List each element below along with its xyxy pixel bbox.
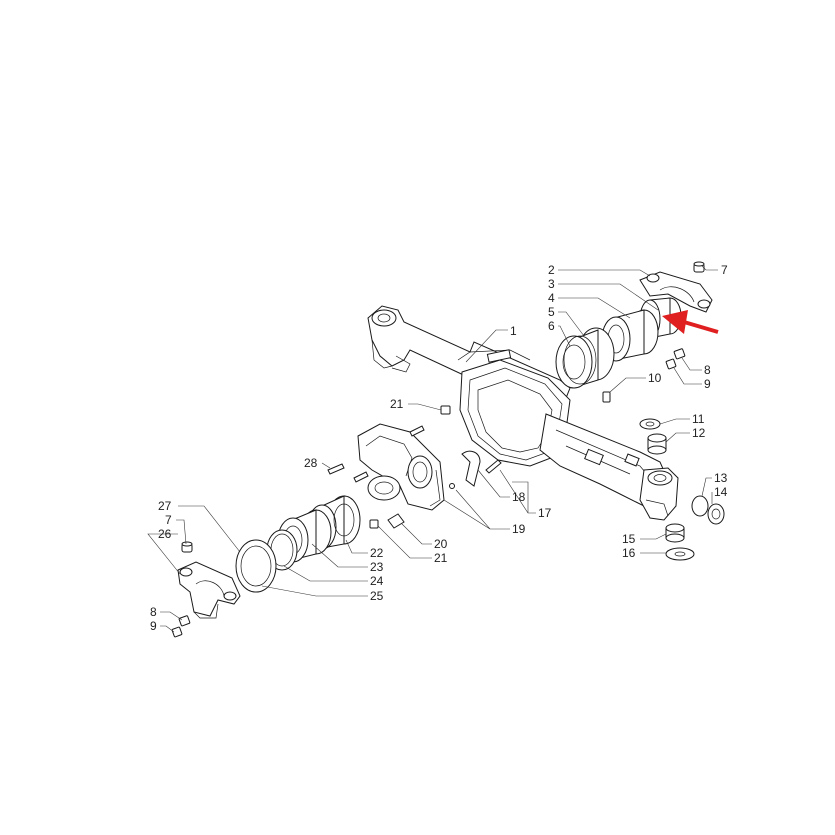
callout-19: 19 — [512, 522, 526, 536]
washer-11 — [639, 418, 661, 430]
callout-26: 26 — [158, 527, 172, 541]
callout-2: 2 — [548, 263, 555, 277]
callout-8-lower: 8 — [150, 605, 157, 619]
callout-21-lower: 21 — [434, 551, 448, 565]
callout-21-upper: 21 — [390, 397, 404, 411]
callout-10: 10 — [648, 371, 662, 385]
callout-labels: 1 2 3 4 5 6 7 8 9 10 11 12 13 14 15 16 1… — [150, 263, 728, 633]
callout-3: 3 — [548, 277, 555, 291]
callout-24: 24 — [370, 574, 384, 588]
bushing-12 — [647, 433, 667, 455]
cap-screw-7-upper — [693, 261, 705, 273]
callout-4: 4 — [548, 291, 555, 305]
bolt-8-9-lower — [171, 615, 191, 638]
callout-14: 14 — [714, 485, 728, 499]
callout-8-upper: 8 — [704, 363, 711, 377]
dowel-20 — [387, 513, 405, 529]
callout-28: 28 — [304, 456, 318, 470]
screw-17 — [485, 459, 502, 474]
screw-28 — [327, 463, 369, 483]
washer-16 — [665, 547, 695, 561]
callout-15: 15 — [622, 532, 636, 546]
callout-27: 27 — [158, 499, 172, 513]
grease-nipple-10 — [602, 391, 611, 403]
callout-7-upper: 7 — [721, 263, 728, 277]
bushing-15 — [665, 523, 685, 543]
lower-cap-26 — [177, 561, 241, 619]
callout-18: 18 — [512, 490, 526, 504]
callout-23: 23 — [370, 560, 384, 574]
callout-25: 25 — [370, 589, 384, 603]
clamp-18 — [461, 450, 481, 487]
callout-6: 6 — [548, 319, 555, 333]
front-bracket — [357, 423, 445, 511]
bolt-8-9-upper — [665, 348, 686, 370]
leader-lines — [147, 265, 718, 633]
callout-17: 17 — [538, 506, 552, 520]
callout-1: 1 — [510, 324, 517, 338]
callout-9-lower: 9 — [150, 619, 157, 633]
callout-20: 20 — [434, 537, 448, 551]
callout-13: 13 — [714, 471, 728, 485]
axle-housing — [367, 305, 679, 521]
callout-9-upper: 9 — [704, 377, 711, 391]
callout-22: 22 — [370, 546, 384, 560]
seal-25 — [235, 539, 277, 593]
bushing-13-14 — [691, 495, 725, 525]
callout-12: 12 — [692, 426, 706, 440]
callout-16: 16 — [622, 546, 636, 560]
highlight-arrow — [662, 310, 719, 334]
cap-screw-7-lower — [181, 541, 193, 553]
callout-7-lower: 7 — [165, 513, 172, 527]
trunnion-cap — [639, 271, 713, 313]
callout-5: 5 — [548, 305, 555, 319]
seal-ring — [555, 327, 615, 389]
screw-23-upper — [409, 425, 425, 437]
callout-11: 11 — [692, 412, 705, 426]
pin-19 — [449, 483, 455, 489]
